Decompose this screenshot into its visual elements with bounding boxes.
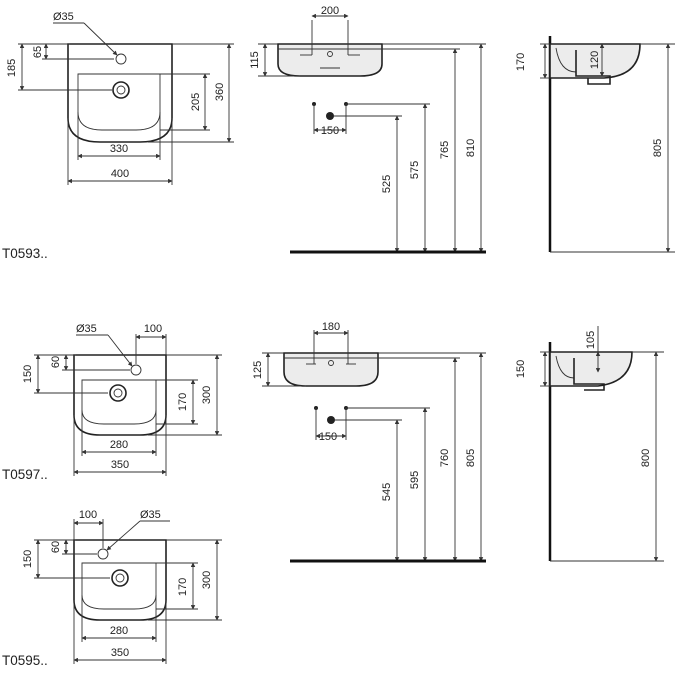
t0593-side-view: 170 120 805 <box>515 36 675 253</box>
dim-170-side: 170 <box>515 53 527 71</box>
dim-100: 100 <box>144 323 162 335</box>
basin-side <box>549 351 633 387</box>
dim-170: 170 <box>177 393 189 411</box>
tap-hole <box>130 364 142 376</box>
dim-125: 125 <box>252 361 264 379</box>
model-code-t0593: T0593.. <box>2 246 48 261</box>
dim-185: 185 <box>6 59 18 77</box>
t0597-top-view: 150 60 Ø35 100 170 300 280 350 <box>22 323 222 476</box>
model-code-t0597: T0597.. <box>2 467 48 482</box>
dim-805: 805 <box>465 449 477 467</box>
dim-280: 280 <box>110 439 128 451</box>
t0593-front-view: 200 115 150 525 575 765 810 <box>249 5 486 254</box>
model-code-t0595: T0595.. <box>2 653 48 668</box>
dim-60: 60 <box>50 541 62 553</box>
t0597-side-view: 150 105 800 <box>515 326 664 562</box>
dim-hole-diameter: Ø35 <box>53 11 74 23</box>
dim-595: 595 <box>409 471 421 489</box>
dim-150-front: 150 <box>321 125 339 137</box>
basin-front <box>277 43 383 77</box>
dim-180: 180 <box>322 321 340 333</box>
basin-outline <box>73 539 167 621</box>
dim-150: 150 <box>22 550 34 568</box>
dim-hole-diameter: Ø35 <box>140 509 161 521</box>
dim-330: 330 <box>110 143 128 155</box>
dim-545: 545 <box>381 483 393 501</box>
dim-150-front: 150 <box>319 431 337 443</box>
dim-65: 65 <box>32 46 44 58</box>
waste-outlet <box>112 81 130 99</box>
t0595-top-view: 150 60 100 Ø35 170 300 280 350 <box>22 509 222 664</box>
basin-side <box>549 43 641 79</box>
waste-outlet <box>111 569 129 587</box>
dim-525: 525 <box>381 175 393 193</box>
dim-280: 280 <box>110 625 128 637</box>
waste-outlet-inner <box>116 85 126 95</box>
t0593-top-view: 185 65 Ø35 205 360 330 400 <box>6 11 234 185</box>
dim-170: 170 <box>177 578 189 596</box>
dim-765: 765 <box>439 141 451 159</box>
dim-150-side: 150 <box>515 360 527 378</box>
dim-300: 300 <box>201 571 213 589</box>
dim-120-side: 120 <box>589 51 601 69</box>
dim-400: 400 <box>111 168 129 180</box>
dim-805-side: 805 <box>652 139 664 157</box>
dim-60: 60 <box>50 356 62 368</box>
dim-760: 760 <box>439 449 451 467</box>
dim-810: 810 <box>465 139 477 157</box>
tap-hole <box>115 53 127 65</box>
basin-front <box>283 352 379 387</box>
waste-outlet <box>109 384 127 402</box>
t0597-front-view: 180 125 150 545 595 760 805 <box>252 321 486 563</box>
dim-575: 575 <box>409 161 421 179</box>
dim-100: 100 <box>79 509 97 521</box>
basin-outline <box>73 354 167 436</box>
basin-outline <box>67 43 173 143</box>
dim-360: 360 <box>214 83 226 101</box>
dim-350: 350 <box>111 647 129 659</box>
tap-hole <box>97 548 109 560</box>
bowl-outline <box>81 379 157 425</box>
dim-hole-diameter: Ø35 <box>76 323 97 335</box>
dim-205: 205 <box>190 93 202 111</box>
dim-350: 350 <box>111 459 129 471</box>
dim-115: 115 <box>249 51 261 69</box>
dim-800-side: 800 <box>640 449 652 467</box>
dim-105-side: 105 <box>585 331 597 349</box>
dim-200: 200 <box>321 5 339 17</box>
dim-300: 300 <box>201 386 213 404</box>
dim-150: 150 <box>22 365 34 383</box>
